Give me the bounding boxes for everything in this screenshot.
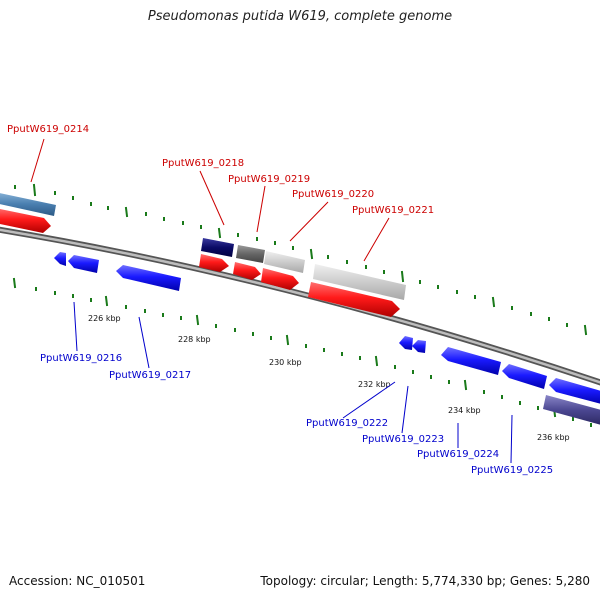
accession-text: Accession: NC_010501 [9, 574, 146, 588]
forward-cds-arrow[interactable] [233, 262, 261, 280]
kbp-label: 228 kbp [178, 335, 211, 344]
genome-summary-text: Topology: circular; Length: 5,774,330 bp… [260, 574, 590, 588]
gene-label[interactable]: PputW619_0220 [292, 189, 374, 200]
reverse-cds-track [54, 252, 600, 426]
reverse-cds-arrow[interactable] [412, 340, 426, 353]
feature-block[interactable] [264, 251, 305, 273]
gene-label[interactable]: PputW619_0221 [352, 205, 434, 216]
forward-cds-arrow[interactable] [199, 254, 229, 272]
kbp-label: 230 kbp [269, 358, 302, 367]
backbone [0, 226, 600, 386]
feature-block[interactable] [543, 395, 600, 426]
forward-cds-arrow[interactable] [0, 208, 51, 233]
reverse-cds-arrow[interactable] [68, 255, 99, 273]
reverse-cds-arrow[interactable] [54, 252, 66, 266]
kbp-label: 226 kbp [88, 314, 121, 323]
reverse-cds-arrow[interactable] [399, 336, 413, 350]
feature-block[interactable] [236, 245, 265, 263]
gene-label[interactable]: PputW619_0219 [228, 174, 310, 185]
forward-cds-arrow[interactable] [308, 282, 400, 317]
feature-block[interactable] [201, 238, 234, 257]
forward-cds-arrow[interactable] [261, 268, 299, 290]
reverse-cds-arrow[interactable] [116, 265, 181, 291]
kbp-label: 234 kbp [448, 406, 481, 415]
gene-label[interactable]: PputW619_0217 [109, 370, 191, 381]
gene-labels-reverse: PputW619_0216 PputW619_0217 PputW619_022… [40, 353, 553, 476]
kbp-label: 232 kbp [358, 380, 391, 389]
gene-label[interactable]: PputW619_0224 [417, 449, 499, 460]
reverse-cds-arrow[interactable] [441, 347, 501, 375]
gene-label[interactable]: PputW619_0218 [162, 158, 244, 169]
reverse-cds-arrow[interactable] [502, 364, 547, 389]
forward-cds-track [0, 208, 400, 317]
inner-tick-ring [12, 277, 592, 427]
feature-track [0, 192, 406, 300]
map-title: Pseudomonas putida W619, complete genome [147, 9, 453, 24]
feature-block[interactable] [0, 192, 56, 216]
gene-label[interactable]: PputW619_0225 [471, 465, 553, 476]
kbp-label: 236 kbp [537, 433, 570, 442]
gene-labels-forward: PputW619_0214 PputW619_0218 PputW619_021… [7, 124, 434, 216]
gene-label[interactable]: PputW619_0216 [40, 353, 122, 364]
feature-block[interactable] [313, 264, 406, 300]
reverse-cds-arrow[interactable] [549, 378, 600, 405]
gene-label[interactable]: PputW619_0222 [306, 418, 388, 429]
outer-tick-ring [14, 183, 588, 336]
gene-label[interactable]: PputW619_0214 [7, 124, 89, 135]
gene-label[interactable]: PputW619_0223 [362, 434, 444, 445]
label-leaders [30, 138, 513, 464]
